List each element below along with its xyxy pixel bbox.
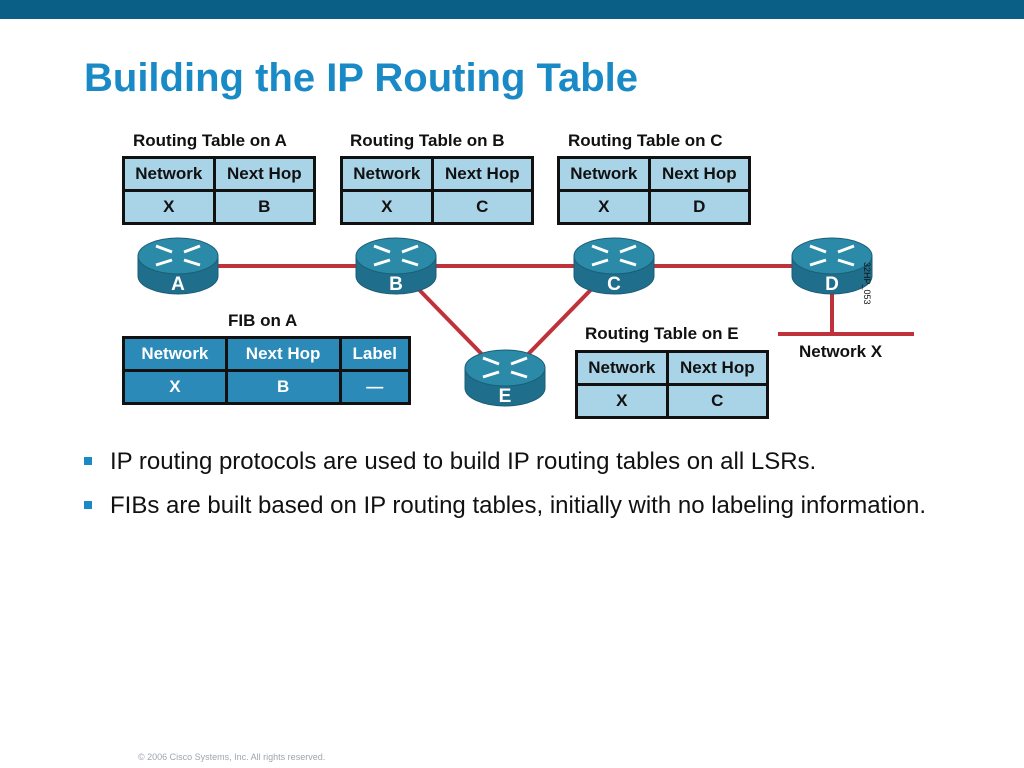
table-header: Network [122, 336, 228, 372]
router-icon-b: B [355, 237, 437, 295]
table-cell: C [665, 383, 770, 419]
routing-table-b-title: Routing Table on B [350, 131, 505, 150]
router-label-a: A [171, 274, 185, 295]
table-cell: X [122, 369, 228, 405]
router-label-e: E [499, 386, 512, 407]
network-x-label: Network X [799, 342, 883, 361]
figure-code: 32HP_053 [862, 262, 872, 305]
bullet-square-icon [84, 457, 92, 465]
table-header: Network [557, 156, 651, 192]
table-header: Network [122, 156, 216, 192]
router-icon-c: C [573, 237, 655, 295]
table-header: Next Hop [224, 336, 342, 372]
table-cell: C [430, 189, 535, 225]
router-label-c: C [607, 274, 621, 295]
router-icon-d: D [791, 237, 873, 295]
table-header: Network [575, 350, 669, 386]
table-header: Network [340, 156, 434, 192]
table-cell: B [212, 189, 317, 225]
table-cell: D [647, 189, 752, 225]
table-cell: X [340, 189, 434, 225]
slide-title: Building the IP Routing Table [84, 56, 639, 100]
table-cell: — [338, 369, 411, 405]
bullet-square-icon [84, 501, 92, 509]
copyright-footer: © 2006 Cisco Systems, Inc. All rights re… [138, 752, 326, 762]
bullet-text: IP routing protocols are used to build I… [110, 448, 817, 475]
top-banner [0, 0, 1024, 19]
table-cell: X [575, 383, 669, 419]
routing-table-a-title: Routing Table on A [133, 131, 287, 150]
fib-a-title: FIB on A [228, 311, 298, 330]
router-icon-e: E [464, 349, 546, 407]
table-cell: X [557, 189, 651, 225]
table-cell: X [122, 189, 216, 225]
bullet-list: IP routing protocols are used to build I… [84, 446, 964, 534]
table-cell: B [224, 369, 342, 405]
bullet-item: FIBs are built based on IP routing table… [84, 490, 964, 522]
router-icon-a: A [137, 237, 219, 295]
table-header: Next Hop [647, 156, 752, 192]
table-header: Next Hop [430, 156, 535, 192]
table-header: Next Hop [665, 350, 770, 386]
router-label-b: B [389, 274, 403, 295]
router-label-d: D [825, 274, 839, 295]
routing-table-e-title: Routing Table on E [585, 324, 739, 343]
table-header: Label [338, 336, 411, 372]
bullet-text: FIBs are built based on IP routing table… [110, 492, 927, 519]
table-header: Next Hop [212, 156, 317, 192]
routing-table-c-title: Routing Table on C [568, 131, 723, 150]
bullet-item: IP routing protocols are used to build I… [84, 446, 964, 478]
